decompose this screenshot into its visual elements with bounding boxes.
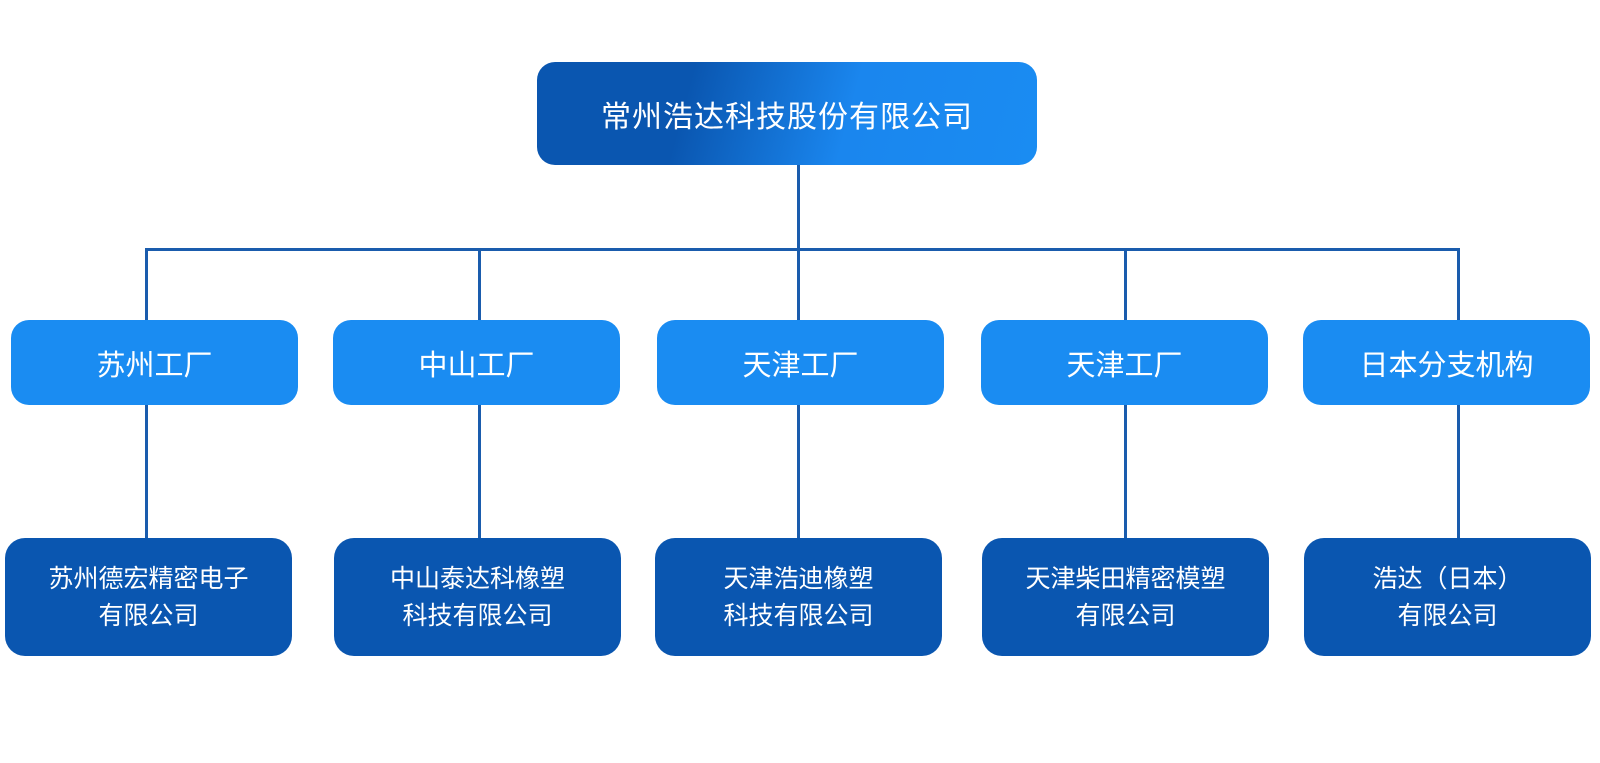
subsidiary-label-line1: 天津柴田精密模塑 <box>1025 564 1226 593</box>
connector-branch-5-up <box>1457 248 1460 320</box>
subsidiary-label-line1: 天津浩迪橡塑 <box>723 564 874 593</box>
branch-node-japan: 日本分支机构 <box>1303 320 1590 405</box>
subsidiary-label-line2: 有限公司 <box>1075 601 1176 630</box>
subsidiary-node-zhongshan: 中山泰达科橡塑 科技有限公司 <box>334 538 621 656</box>
branch-node-tianjin-2: 天津工厂 <box>981 320 1268 405</box>
subsidiary-label-line1: 浩达（日本） <box>1372 564 1523 593</box>
subsidiary-node-japan: 浩达（日本） 有限公司 <box>1304 538 1591 656</box>
branch-label: 苏州工厂 <box>96 347 213 382</box>
connector-branch-1-up <box>145 248 148 320</box>
connector-branch-4-down <box>1124 405 1127 538</box>
subsidiary-label-line1: 中山泰达科橡塑 <box>389 564 565 593</box>
branch-node-zhongshan: 中山工厂 <box>333 320 620 405</box>
connector-branch-2-up <box>478 248 481 320</box>
connector-branch-4-up <box>1124 248 1127 320</box>
branch-label: 日本分支机构 <box>1359 347 1534 382</box>
branch-label: 天津工厂 <box>1066 347 1183 382</box>
root-company-label: 常州浩达科技股份有限公司 <box>601 99 973 135</box>
subsidiary-label-line2: 有限公司 <box>98 601 199 630</box>
branch-node-tianjin-1: 天津工厂 <box>657 320 944 405</box>
connector-branch-3-up <box>797 248 800 320</box>
connector-horizontal-bar <box>145 248 1460 251</box>
root-company-node: 常州浩达科技股份有限公司 <box>537 62 1037 165</box>
subsidiary-label-line2: 科技有限公司 <box>723 601 874 630</box>
branch-label: 中山工厂 <box>418 347 535 382</box>
subsidiary-label-line2: 有限公司 <box>1397 601 1498 630</box>
subsidiary-node-tianjin-haodi: 天津浩迪橡塑 科技有限公司 <box>655 538 942 656</box>
subsidiary-label-line1: 苏州德宏精密电子 <box>48 564 249 593</box>
connector-branch-1-down <box>145 405 148 538</box>
subsidiary-node-suzhou: 苏州德宏精密电子 有限公司 <box>5 538 292 656</box>
subsidiary-label-line2: 科技有限公司 <box>402 601 553 630</box>
branch-node-suzhou: 苏州工厂 <box>11 320 298 405</box>
connector-branch-2-down <box>478 405 481 538</box>
connector-branch-3-down <box>797 405 800 538</box>
branch-label: 天津工厂 <box>742 347 859 382</box>
subsidiary-node-tianjin-shibata: 天津柴田精密模塑 有限公司 <box>982 538 1269 656</box>
connector-root-down <box>797 165 800 251</box>
connector-branch-5-down <box>1457 405 1460 538</box>
